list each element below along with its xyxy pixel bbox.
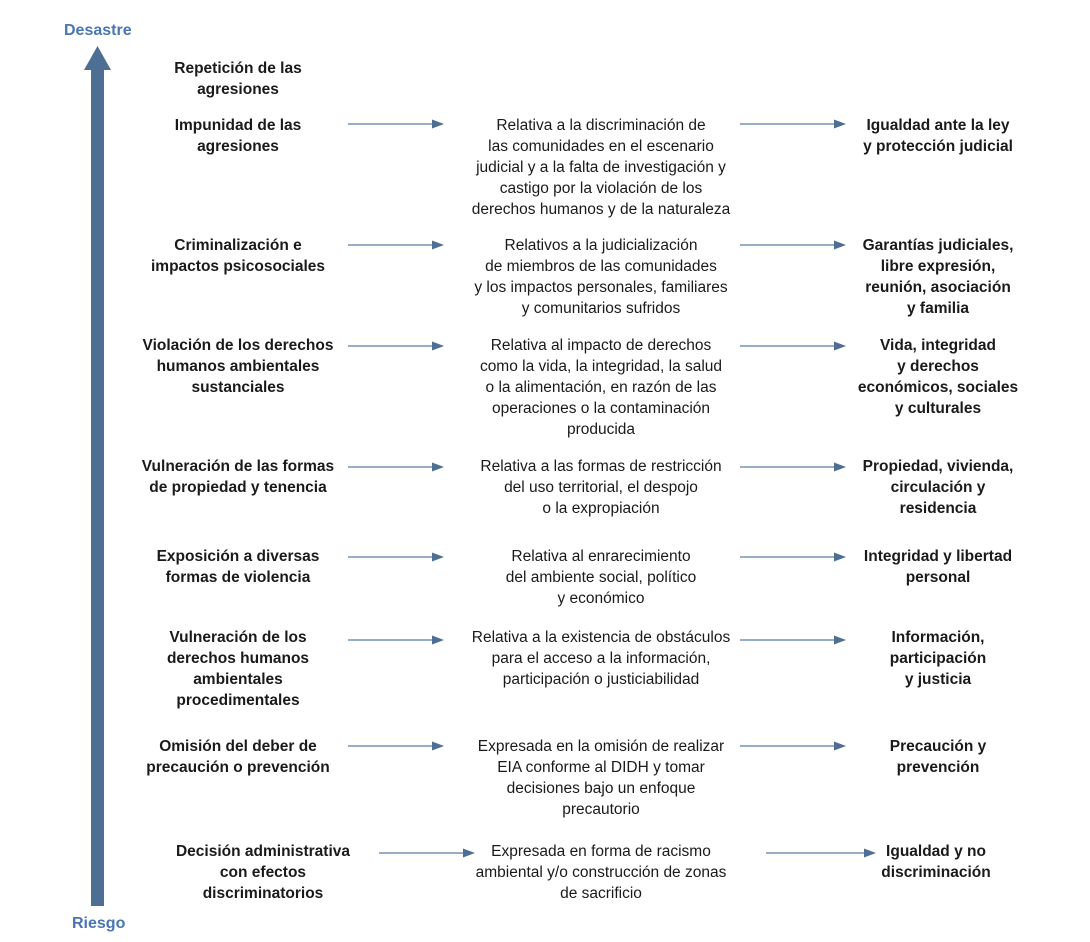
rights-cell: Igualdad ante la ley y protección judici…: [863, 117, 1013, 155]
rights-cell: Información, participación y justicia: [889, 629, 987, 688]
arrow-right-icon: [740, 240, 846, 250]
description-cell: Relativa al enrarecimiento del ambiente …: [505, 548, 697, 607]
arrow-right-icon: [740, 741, 846, 751]
axis-bottom-label: Riesgo: [72, 915, 126, 932]
rights-cell: Igualdad y no discriminación: [881, 843, 991, 881]
description-cell: Relativos a la judicialización de miembr…: [474, 237, 728, 317]
factor-cell: Criminalización e impactos psicosociales: [150, 237, 326, 275]
factor-cell: Violación de los derechos humanos ambien…: [142, 337, 334, 396]
factor-cell: Repetición de las agresiones: [174, 60, 302, 98]
arrow-right-icon: [740, 552, 846, 562]
rights-cell: Integridad y libertad personal: [863, 548, 1013, 586]
factor-cell: Exposición a diversas formas de violenci…: [156, 548, 320, 586]
arrow-right-icon: [348, 635, 444, 645]
arrow-right-icon: [348, 240, 444, 250]
arrow-right-icon: [740, 341, 846, 351]
arrow-right-icon: [740, 635, 846, 645]
arrow-right-icon: [348, 462, 444, 472]
axis-top-label: Desastre: [64, 22, 132, 39]
factor-cell: Impunidad de las agresiones: [174, 117, 302, 155]
factor-cell: Omisión del deber de precaución o preven…: [146, 738, 330, 776]
description-cell: Expresada en forma de racismo ambiental …: [475, 843, 727, 902]
factor-cell: Decisión administrativa con efectos disc…: [175, 843, 350, 902]
description-cell: Expresada en la omisión de realizar EIA …: [477, 738, 725, 818]
vertical-scale-arrow: [84, 46, 111, 906]
description-cell: Relativa al impacto de derechos como la …: [479, 337, 723, 438]
rights-cell: Propiedad, vivienda, circulación y resid…: [862, 458, 1014, 517]
rights-cell: Precaución y prevención: [889, 738, 987, 776]
arrow-right-icon: [740, 119, 846, 129]
factor-cell: Vulneración de las formas de propiedad y…: [141, 458, 335, 496]
arrow-right-icon: [348, 552, 444, 562]
scale-arrow-head: [84, 46, 111, 70]
factor-cell: Vulneración de los derechos humanos ambi…: [166, 629, 310, 709]
rights-cell: Vida, integridad y derechos económicos, …: [857, 337, 1019, 417]
rights-cell: Garantías judiciales, libre expresión, r…: [862, 237, 1014, 317]
arrow-right-icon: [379, 848, 475, 858]
arrow-right-icon: [348, 119, 444, 129]
arrow-right-icon: [740, 462, 846, 472]
arrow-right-icon: [766, 848, 876, 858]
arrow-right-icon: [348, 741, 444, 751]
description-cell: Relativa a la existencia de obstáculos p…: [471, 629, 731, 688]
arrow-right-icon: [348, 341, 444, 351]
description-cell: Relativa a la discriminación de las comu…: [471, 117, 731, 218]
scale-arrow-shaft: [91, 68, 104, 906]
description-cell: Relativa a las formas de restricción del…: [480, 458, 722, 517]
